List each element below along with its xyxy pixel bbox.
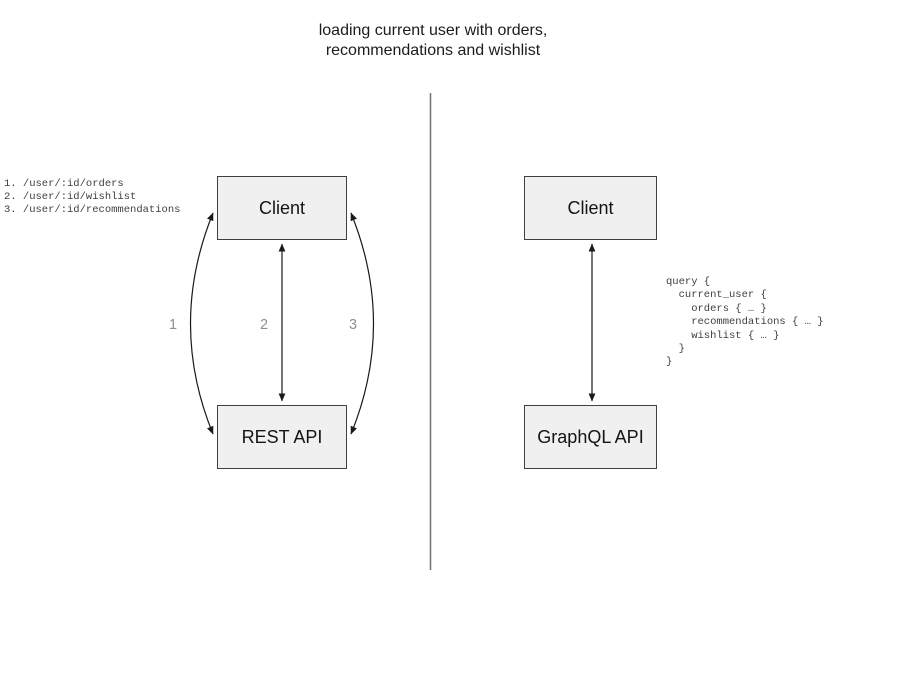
rest-arrow-1 [189, 212, 214, 435]
left-client-box: Client [217, 176, 347, 240]
query-line: wishlist { … } [666, 329, 780, 342]
rest-arrow-3 [350, 212, 375, 435]
rest-endpoint-orders: 1. /user/:id/orders [4, 178, 124, 190]
rest-endpoints-list: 1. /user/:id/orders 2. /user/:id/wishlis… [4, 178, 180, 217]
rest-endpoint-wishlist: 2. /user/:id/wishlist [4, 191, 137, 203]
diagram-title: loading current user with orders, recomm… [318, 22, 548, 59]
rest-endpoint-recommendations: 3. /user/:id/recommendations [4, 204, 181, 216]
query-line: recommendations { … } [666, 316, 824, 329]
right-client-box: Client [524, 176, 657, 240]
arrow-label-1: 1 [168, 317, 178, 333]
graphql-query-snippet: query { current_user { orders { … } reco… [666, 276, 824, 370]
query-line: } [666, 343, 685, 356]
query-line: query { [666, 276, 711, 288]
arrow-label-2: 2 [259, 317, 269, 333]
query-line: current_user { [666, 289, 767, 302]
graphql-api-box: GraphQL API [524, 405, 657, 469]
query-line: } [666, 356, 673, 369]
arrow-label-3: 3 [348, 317, 358, 333]
query-line: orders { … } [666, 302, 767, 315]
rest-api-box: REST API [217, 405, 347, 469]
